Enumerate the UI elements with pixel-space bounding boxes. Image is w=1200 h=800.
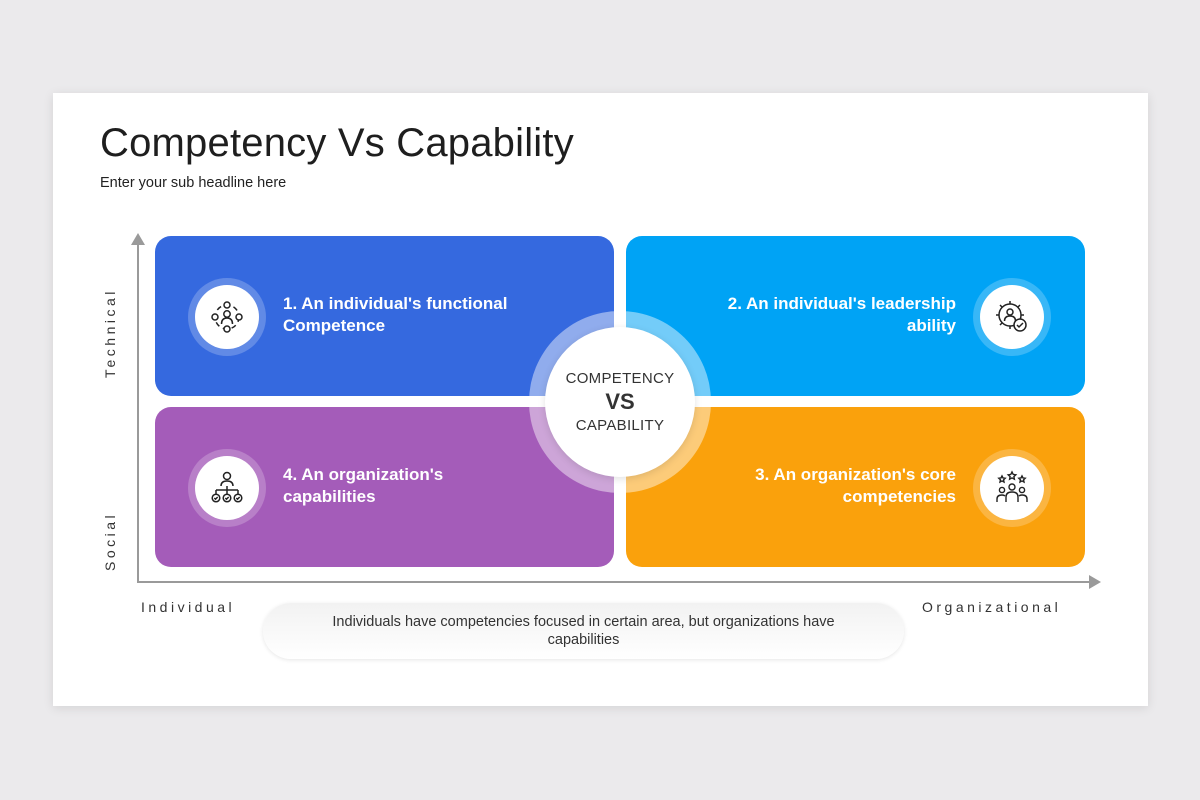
y-axis-label-top: Technical bbox=[102, 288, 118, 378]
center-line-1: COMPETENCY bbox=[565, 370, 675, 387]
page-title: Competency Vs Capability bbox=[100, 121, 574, 165]
org-hierarchy-icon bbox=[195, 456, 259, 520]
quadrant-individual-leadership: 2. An individual's leadership ability bbox=[626, 236, 1085, 396]
x-axis-label-right: Organizational bbox=[922, 599, 1062, 615]
center-line-3: CAPABILITY bbox=[575, 417, 665, 434]
summary-note: Individuals have competencies focused in… bbox=[263, 603, 904, 659]
gear-person-check-icon bbox=[980, 285, 1044, 349]
quadrant-icon-ring bbox=[188, 449, 266, 527]
quadrant-label: 2. An individual's leadership ability bbox=[727, 294, 956, 335]
quadrant-individual-functional: 1. An individual's functional Competence bbox=[155, 236, 614, 396]
axes bbox=[131, 233, 1101, 589]
y-axis-arrow bbox=[131, 233, 145, 245]
y-axis-label-bottom: Social bbox=[102, 511, 118, 571]
team-stars-icon bbox=[980, 456, 1044, 520]
quadrant-icon-ring bbox=[973, 278, 1051, 356]
center-badge: COMPETENCY VS CAPABILITY bbox=[545, 327, 695, 477]
quadrant-organization-capabilities: 4. An organization's capabilities bbox=[155, 407, 614, 567]
x-axis-arrow bbox=[1089, 575, 1101, 589]
quadrant-icon-ring bbox=[188, 278, 266, 356]
center-line-2: VS bbox=[605, 389, 635, 414]
page-subtitle: Enter your sub headline here bbox=[100, 175, 287, 191]
summary-note-text: Individuals have competencies focused in… bbox=[332, 614, 835, 648]
quadrant-label: 3. An organization's core competencies bbox=[755, 465, 956, 506]
x-axis-label-left: Individual bbox=[141, 599, 236, 615]
quadrant-label: 1. An individual's functional Competence bbox=[283, 294, 508, 335]
quadrant-icon-ring bbox=[973, 449, 1051, 527]
person-network-icon bbox=[195, 285, 259, 349]
slide: Competency Vs Capability Enter your sub … bbox=[53, 93, 1148, 706]
quadrant-organization-core: 3. An organization's core competencies bbox=[626, 407, 1085, 567]
quadrant-label: 4. An organization's capabilities bbox=[283, 465, 444, 506]
